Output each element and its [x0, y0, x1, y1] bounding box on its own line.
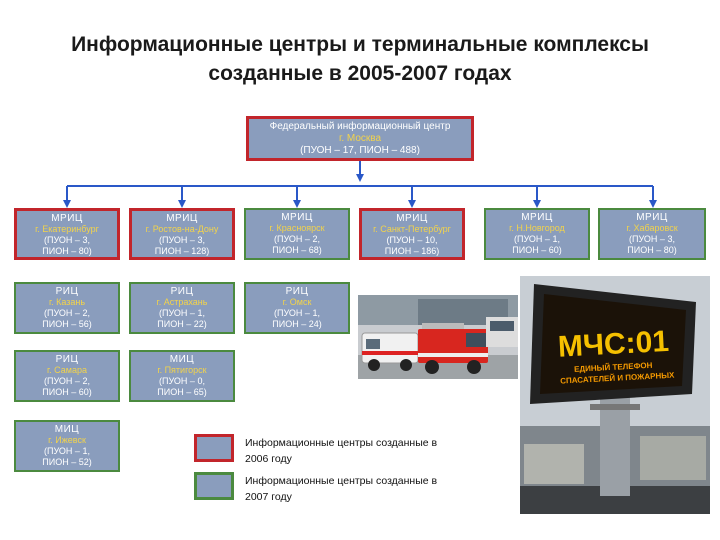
center-city: г. Самара	[16, 365, 118, 376]
center-city: г. Астрахань	[131, 297, 233, 308]
legend-swatch-2007	[194, 472, 234, 500]
legend-label-2006: Информационные центры созданные в 2006 г…	[245, 435, 455, 467]
center-puon: (ПУОН – 1,	[246, 308, 348, 319]
emergency-vehicles-photo	[358, 295, 518, 379]
center-pion: ПИОН – 80)	[17, 246, 117, 257]
center-box-rostov: МРИЦ г. Ростов-на-Дону (ПУОН – 3, ПИОН –…	[129, 208, 235, 260]
center-type: МИЦ	[131, 354, 233, 365]
legend-label-2007: Информационные центры созданные в 2007 г…	[245, 473, 455, 505]
center-box-nnovgorod: МРИЦ г. Н.Новгород (ПУОН – 1, ПИОН – 60)	[484, 208, 590, 260]
center-city: г. Казань	[16, 297, 118, 308]
center-pion: ПИОН – 68)	[246, 245, 348, 256]
center-city: г. Красноярск	[246, 223, 348, 234]
center-puon: (ПУОН – 0,	[131, 376, 233, 387]
center-box-omsk: РИЦ г. Омск (ПУОН – 1, ПИОН – 24)	[244, 282, 350, 334]
center-puon: (ПУОН – 2,	[16, 308, 118, 319]
billboard-text: МЧС:01	[557, 325, 670, 364]
federal-center-counts: (ПУОН – 17, ПИОН – 488)	[249, 145, 471, 157]
center-type: РИЦ	[16, 354, 118, 365]
center-type: МРИЦ	[600, 212, 704, 223]
center-puon: (ПУОН – 3,	[132, 235, 232, 246]
billboard-photo: МЧС:01 ЕДИНЫЙ ТЕЛЕФОН СПАСАТЕЛЕЙ И ПОЖАР…	[520, 276, 710, 514]
center-box-astrakhan: РИЦ г. Астрахань (ПУОН – 1, ПИОН – 22)	[129, 282, 235, 334]
center-box-spb: МРИЦ г. Санкт-Петербург (ПУОН – 10, ПИОН…	[359, 208, 465, 260]
center-type: РИЦ	[246, 286, 348, 297]
center-type: МРИЦ	[132, 213, 232, 224]
center-city: г. Пятигорск	[131, 365, 233, 376]
center-type: РИЦ	[131, 286, 233, 297]
center-pion: ПИОН – 60)	[16, 387, 118, 398]
center-pion: ПИОН – 22)	[131, 319, 233, 330]
center-type: МРИЦ	[486, 212, 588, 223]
center-pion: ПИОН – 65)	[131, 387, 233, 398]
center-box-samara: РИЦ г. Самара (ПУОН – 2, ПИОН – 60)	[14, 350, 120, 402]
center-pion: ПИОН – 60)	[486, 245, 588, 256]
center-pion: ПИОН – 80)	[600, 245, 704, 256]
center-box-pyatigorsk: МИЦ г. Пятигорск (ПУОН – 0, ПИОН – 65)	[129, 350, 235, 402]
center-type: РИЦ	[16, 286, 118, 297]
center-city: г. Екатеринбург	[17, 224, 117, 235]
center-city: г. Н.Новгород	[486, 223, 588, 234]
center-city: г. Санкт-Петербург	[362, 224, 462, 235]
center-pion: ПИОН – 24)	[246, 319, 348, 330]
center-type: МРИЦ	[362, 213, 462, 224]
center-pion: ПИОН – 56)	[16, 319, 118, 330]
center-city: г. Ростов-на-Дону	[132, 224, 232, 235]
center-box-ekaterinburg: МРИЦ г. Екатеринбург (ПУОН – 3, ПИОН – 8…	[14, 208, 120, 260]
center-puon: (ПУОН – 1,	[131, 308, 233, 319]
center-city: г. Омск	[246, 297, 348, 308]
center-city: г. Ижевск	[16, 435, 118, 446]
center-puon: (ПУОН – 10,	[362, 235, 462, 246]
federal-center-title: Федеральный информационный центр	[249, 121, 471, 133]
center-type: МРИЦ	[246, 212, 348, 223]
legend-swatch-2006	[194, 434, 234, 462]
center-pion: ПИОН – 52)	[16, 457, 118, 468]
center-box-izhevsk: МИЦ г. Ижевск (ПУОН – 1, ПИОН – 52)	[14, 420, 120, 472]
federal-center-box: Федеральный информационный центр г. Моск…	[246, 116, 474, 161]
center-pion: ПИОН – 128)	[132, 246, 232, 257]
center-puon: (ПУОН – 3,	[17, 235, 117, 246]
federal-center-city: г. Москва	[249, 133, 471, 145]
center-city: г. Хабаровск	[600, 223, 704, 234]
center-box-krasnoyarsk: МРИЦ г. Красноярск (ПУОН – 2, ПИОН – 68)	[244, 208, 350, 260]
center-puon: (ПУОН – 2,	[246, 234, 348, 245]
center-pion: ПИОН – 186)	[362, 246, 462, 257]
center-puon: (ПУОН – 1,	[16, 446, 118, 457]
center-type: МРИЦ	[17, 213, 117, 224]
center-puon: (ПУОН – 2,	[16, 376, 118, 387]
center-box-kazan: РИЦ г. Казань (ПУОН – 2, ПИОН – 56)	[14, 282, 120, 334]
center-puon: (ПУОН – 3,	[600, 234, 704, 245]
center-puon: (ПУОН – 1,	[486, 234, 588, 245]
center-box-khabarovsk: МРИЦ г. Хабаровск (ПУОН – 3, ПИОН – 80)	[598, 208, 706, 260]
center-type: МИЦ	[16, 424, 118, 435]
